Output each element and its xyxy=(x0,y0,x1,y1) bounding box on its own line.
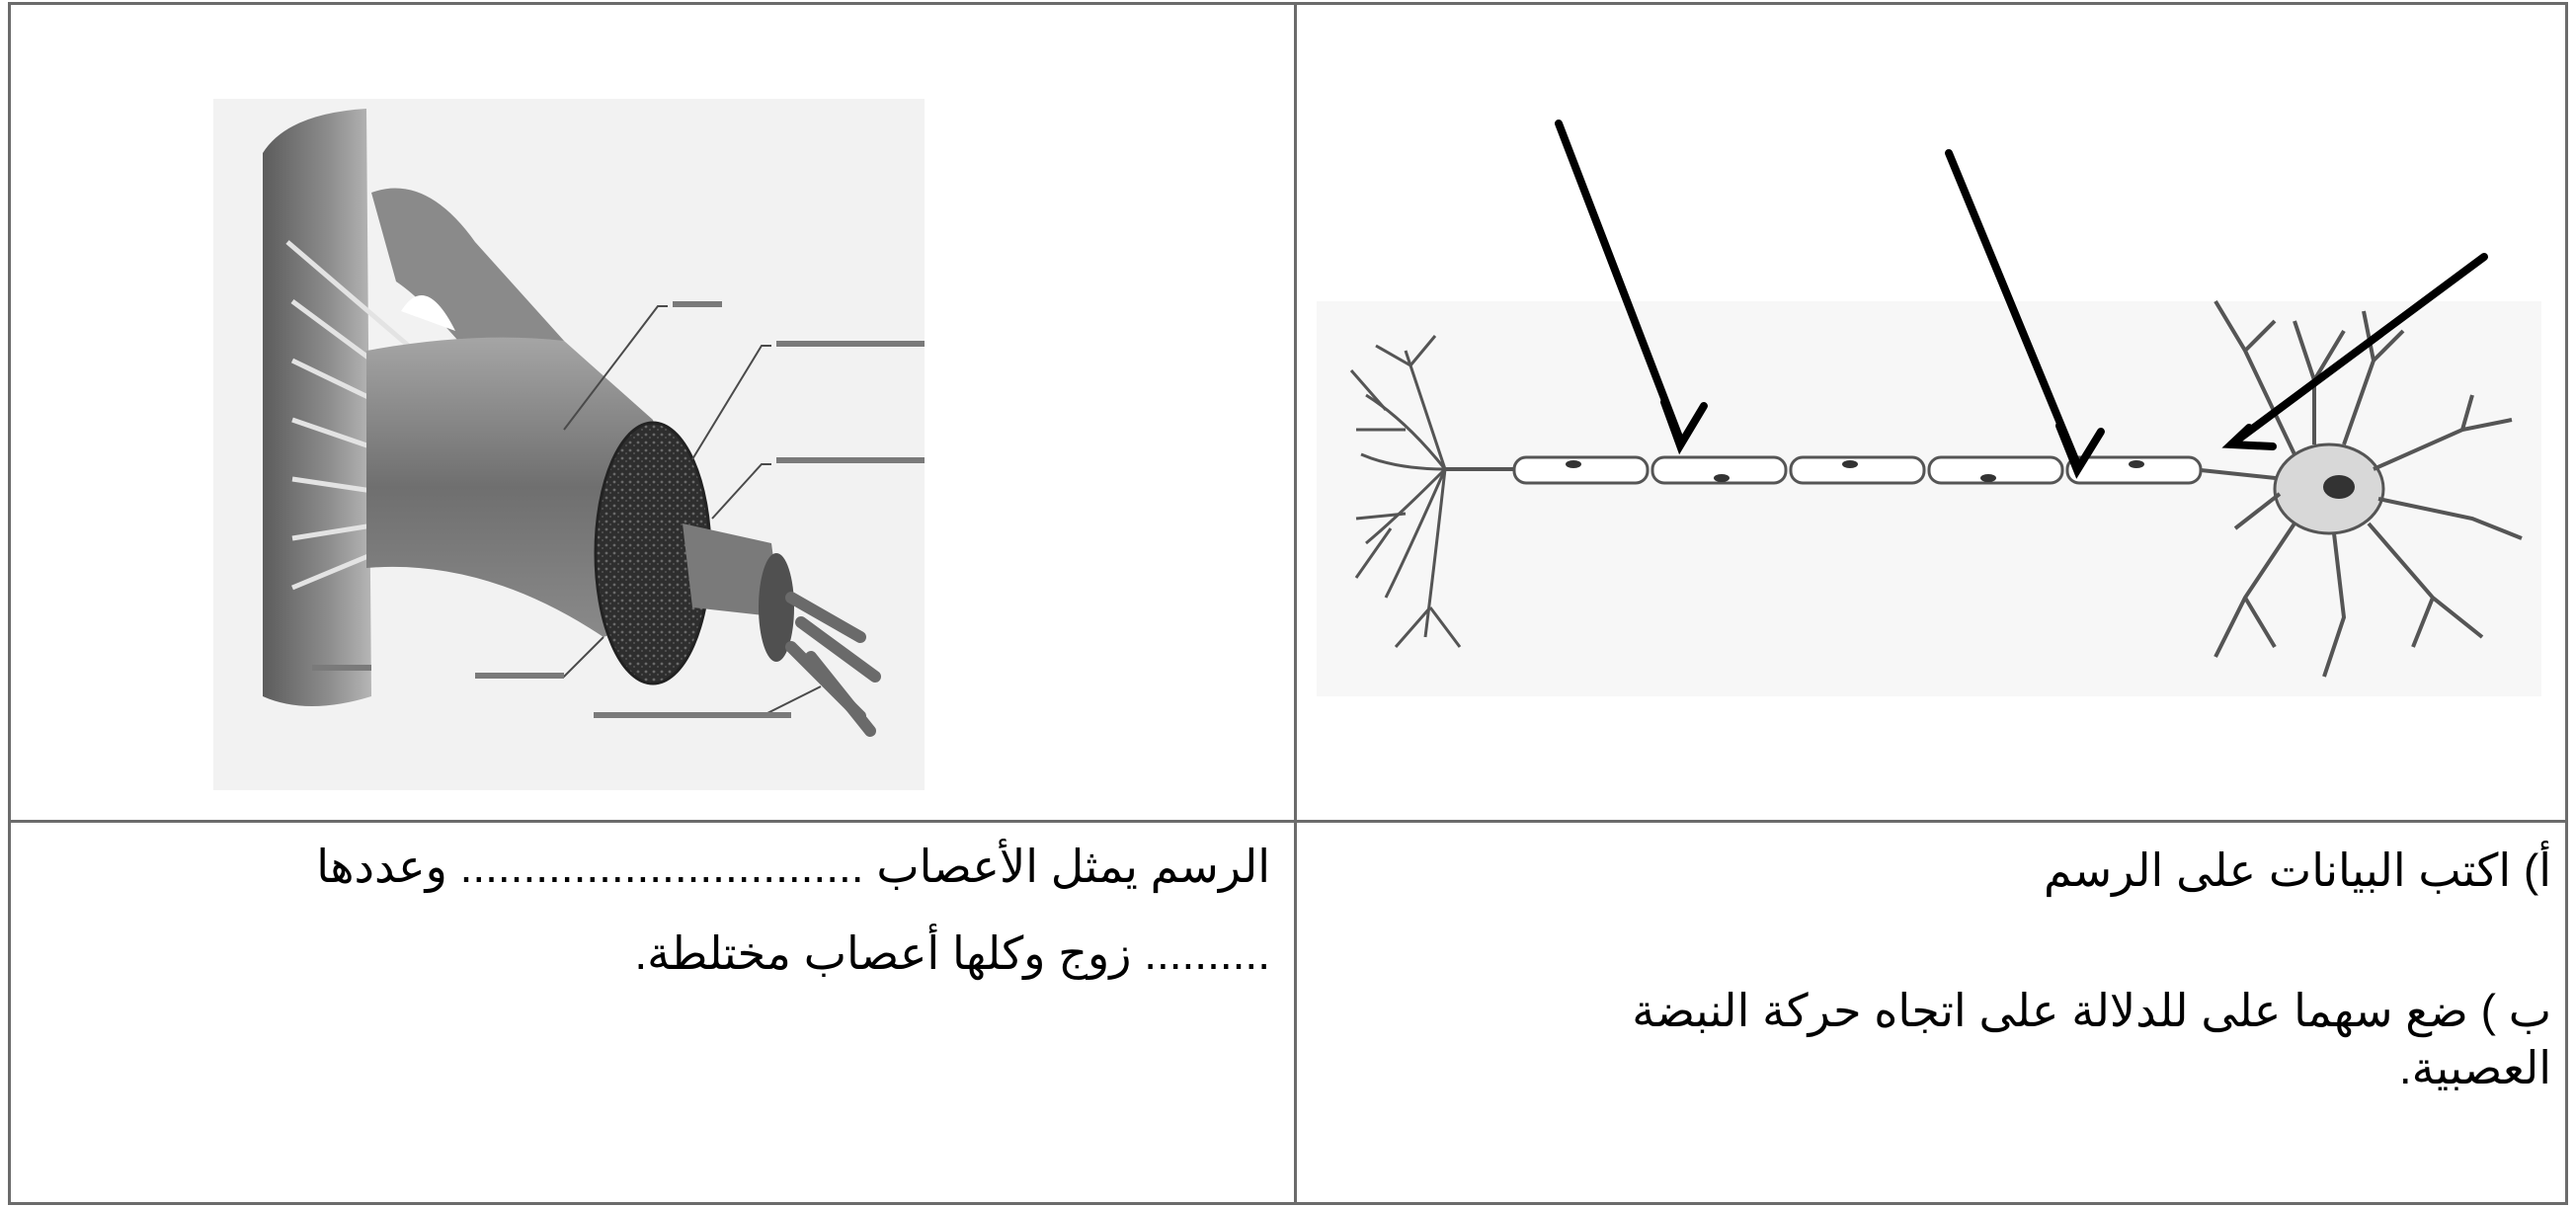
neuron-diagram-icon xyxy=(1297,5,2565,820)
nerves-line-1: الرسم يمثل الأعصاب .....................… xyxy=(316,839,1270,894)
neuron-figure-cell xyxy=(1297,5,2565,820)
question-b-line-2: العصبية. xyxy=(2399,1040,2551,1095)
question-a: أ) اكتب البيانات على الرسم xyxy=(2044,843,2551,898)
nerves-question-cell: الرسم يمثل الأعصاب .....................… xyxy=(11,823,1294,1202)
question-b-line-1: ب ) ضع سهما على للدلالة على اتجاه حركة ا… xyxy=(1632,983,2551,1038)
neuron-question-cell: أ) اكتب البيانات على الرسم ب ) ضع سهما ع… xyxy=(1297,823,2565,1202)
nerve-cross-section-icon xyxy=(11,5,1294,820)
nerves-line-2: .......... زوج وكلها أعصاب مختلطة. xyxy=(634,925,1270,981)
nerve-figure-cell xyxy=(11,5,1294,820)
worksheet-table: الرسم يمثل الأعصاب .....................… xyxy=(8,2,2568,1205)
